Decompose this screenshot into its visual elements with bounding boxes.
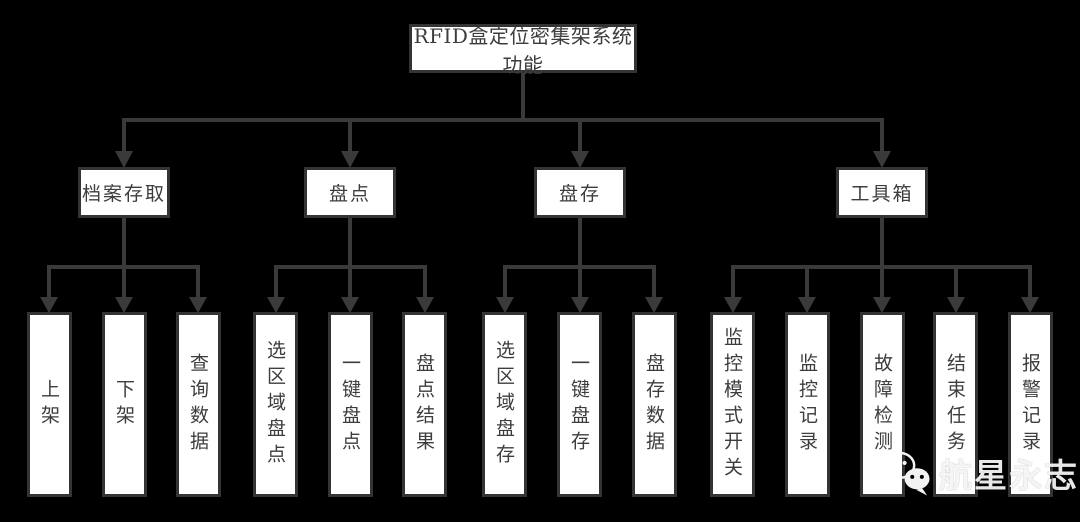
node-leaf-select-area-stocktake: 选区域盘存 — [482, 312, 527, 497]
node-branch-stocktake: 盘存 — [534, 167, 626, 218]
node-branch-toolbox: 工具箱 — [836, 167, 928, 218]
node-branch-archive-access: 档案存取 — [78, 167, 170, 218]
arrowheads — [40, 151, 1039, 313]
node-branch-inventory: 盘点 — [304, 167, 396, 218]
node-leaf-one-key-stocktake: 一键盘存 — [557, 312, 602, 497]
node-leaf-alarm-record: 报警记录 — [1008, 312, 1053, 497]
node-leaf-shelve: 上架 — [27, 312, 72, 497]
node-leaf-select-area-inventory: 选区域盘点 — [253, 312, 298, 497]
node-leaf-monitor-mode-switch: 监控模式开关 — [710, 312, 755, 497]
node-leaf-one-key-inventory: 一键盘点 — [328, 312, 373, 497]
node-root: RFID盒定位密集架系统功能 — [409, 24, 637, 77]
watermark: 航星永志 — [882, 449, 1079, 497]
node-leaf-inventory-result: 盘点结果 — [402, 312, 447, 497]
node-leaf-end-task: 结束任务 — [933, 312, 978, 497]
tree-connectors — [47, 73, 1032, 299]
wechat-icon — [883, 451, 930, 496]
watermark-text: 航星永志 — [939, 457, 1079, 494]
node-leaf-query-data: 查询数据 — [176, 312, 221, 497]
node-leaf-fault-detection: 故障检测 — [860, 312, 905, 497]
node-leaf-stocktake-data: 盘存数据 — [632, 312, 677, 497]
node-leaf-unshelve: 下架 — [102, 312, 147, 497]
node-leaf-monitor-record: 监控记录 — [785, 312, 830, 497]
